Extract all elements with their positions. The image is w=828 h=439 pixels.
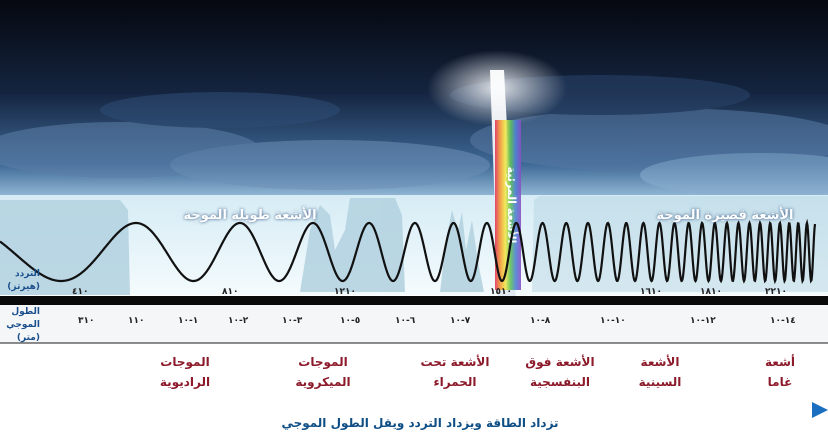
frequency-unit: (هيرتز) [7,282,40,292]
wavelength-tick: ٦-١٠ [395,316,416,326]
region-label-line2: غاما [767,375,793,389]
wavelength-tick: ٣١٠ [78,316,95,326]
region-x-rays: الأشعة السينية [620,352,700,392]
wavelength-tick: ٥-١٠ [340,316,361,326]
region-label-line1: الموجات [160,355,210,369]
wavelength-tick: ١١٠ [128,316,145,326]
frequency-tick: ١٥١٠ [490,287,512,297]
region-label-line2: السينية [638,375,682,389]
wavelength-tick: ٢-١٠ [228,316,249,326]
region-ultraviolet: الأشعة فوق البنفسجية [515,352,605,392]
frequency-tick: ١٨١٠ [700,287,722,297]
wavelength-tick: ١٤-١٠ [770,316,796,326]
frequency-axis-bar [0,296,828,305]
energy-arrow-head [812,402,828,418]
frequency-wave [0,218,817,285]
region-label-line1: أشعة [765,355,795,369]
region-label-line1: الموجات [298,355,348,369]
wavelength-tick: ١-١٠ [178,316,199,326]
frequency-tick: ٤١٠ [72,287,89,297]
energy-arrow-caption: تزداد الطاقة ويزداد التردد ويقل الطول ال… [281,416,559,430]
region-label-line1: الأشعة فوق [525,355,595,369]
frequency-title: التردد [15,269,40,279]
wavelength-tick: ٣-١٠ [282,316,303,326]
region-infrared: الأشعة تحت الحمراء [410,352,500,392]
region-label-line2: الميكروية [295,375,351,389]
long-waves-title: الأشعة طويلة الموجة [183,208,317,223]
region-microwaves: الموجات الميكروية [278,352,368,392]
wavelength-title-1: الطول [11,307,40,317]
frequency-tick: ١٦١٠ [640,287,662,297]
region-label-line1: الأشعة [640,355,680,369]
wave-band-background [0,195,828,295]
wavelength-tick: ١٢-١٠ [690,316,716,326]
region-radio-waves: الموجات الراديوية [140,352,230,392]
region-gamma-rays: أشعة غاما [750,352,810,392]
short-waves-title: الأشعة قصيرة الموجة [656,208,794,223]
frequency-axis-title: التردد (هيرتز) [0,268,40,294]
frequency-tick: ٢٢١٠ [765,287,787,297]
wavelength-axis-title: الطول الموجي (متر) [0,306,40,345]
region-label-line2: البنفسجية [529,375,591,389]
wavelength-axis-strip [0,305,828,343]
region-label-line1: الأشعة تحت [420,355,490,369]
frequency-tick: ١٢١٠ [334,287,356,297]
region-label-line2: الحمراء [433,375,477,389]
frequency-tick: ٨١٠ [222,287,239,297]
wavelength-tick: ٨-١٠ [530,316,551,326]
wavelength-tick: ١٠-١٠ [600,316,626,326]
wavelength-tick: ٧-١٠ [450,316,471,326]
wavelength-unit: (متر) [16,333,40,343]
region-label-line2: الراديوية [159,375,211,389]
wavelength-title-2: الموجي [6,320,40,330]
